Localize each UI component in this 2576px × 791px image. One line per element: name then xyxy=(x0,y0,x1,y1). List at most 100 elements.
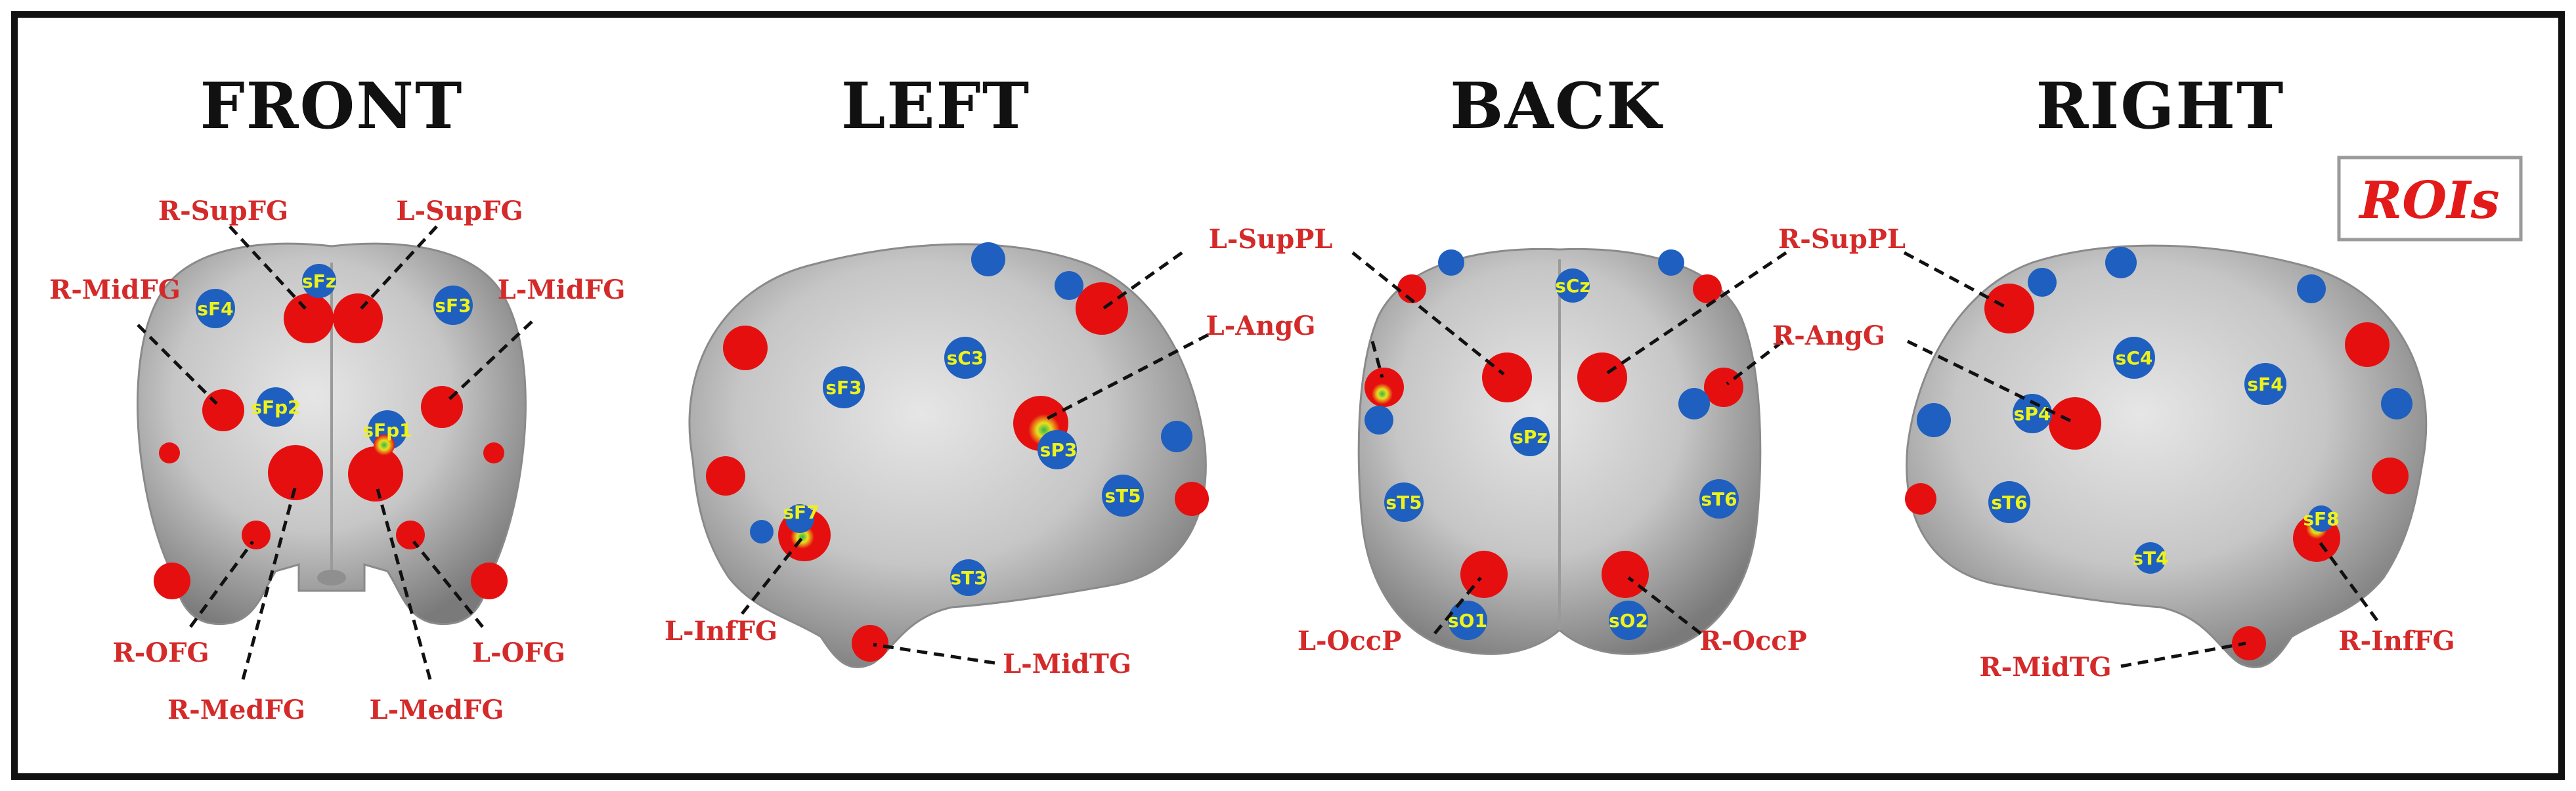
roi-label-l-supfg: L-SupFG xyxy=(396,196,523,226)
sensor-scz xyxy=(1556,268,1590,303)
roi-l-ofg xyxy=(396,521,425,549)
roi-r-ofg xyxy=(242,521,271,549)
sensor-sp4 xyxy=(2013,394,2052,433)
sensor-sf8 xyxy=(2308,505,2334,532)
roi-l-supfg xyxy=(333,293,383,343)
sensor-sc3-left xyxy=(944,337,986,379)
roi-label-r-angg: R-AngG xyxy=(1772,320,1885,351)
rois-legend: ROIs xyxy=(2337,156,2523,242)
roi-l-medfg xyxy=(348,446,403,502)
roi-l-side xyxy=(483,442,504,463)
sensor-st3 xyxy=(950,559,987,596)
roi-label-r-supfg: R-SupFG xyxy=(158,196,288,226)
sensor-label-spz: sPz xyxy=(1512,426,1547,448)
roi-left-temporal xyxy=(706,456,745,496)
sensor-sfp2 xyxy=(256,387,295,427)
sensor-label-st6-right: sT6 xyxy=(1991,492,2027,513)
sensor-label-sf3-left: sF3 xyxy=(825,377,862,398)
roi-label-r-ofg: R-OFG xyxy=(112,637,209,668)
view-title-left: LEFT xyxy=(841,69,1030,143)
sensor-right-front xyxy=(2381,388,2412,419)
sensor-st6-back xyxy=(1699,479,1739,519)
sensor-right-top xyxy=(2105,247,2137,278)
right-view: sC4 sP4 sF4 sT6 sT4 sF8 R-MidTG R-InfFG xyxy=(1903,244,2455,683)
roi-l-suppl xyxy=(1076,282,1128,335)
roi-right-suppl xyxy=(1984,284,2034,333)
roi-label-r-midfg: R-MidFG xyxy=(49,274,181,305)
sensor-sp3 xyxy=(1037,430,1077,469)
sensor-label-so1: sO1 xyxy=(1448,610,1487,631)
sensor-left-front xyxy=(750,520,774,544)
sensor-label-sp3: sP3 xyxy=(1040,439,1078,461)
roi-l-lat xyxy=(471,563,508,599)
roi-right-frontal xyxy=(2345,322,2390,367)
sensor-st5-left xyxy=(1102,475,1144,517)
sensor-sf4-right xyxy=(2244,363,2286,405)
roi-r-supfg xyxy=(284,293,334,343)
roi-label-r-occp: R-OccP xyxy=(1699,626,1806,656)
left-brain xyxy=(688,243,1207,668)
sensor-label-st5-left: sT5 xyxy=(1104,485,1141,507)
sensor-left-top2 xyxy=(1055,271,1083,300)
roi-back-l-suppl xyxy=(1482,353,1532,402)
roi-r-medfg xyxy=(268,445,323,500)
rois-legend-text: ROIs xyxy=(2358,171,2499,230)
sensor-st6-right xyxy=(1988,481,2030,523)
sensor-label-st4: sT4 xyxy=(2132,547,2168,569)
roi-back-r-angg xyxy=(1704,368,1743,407)
sensor-label-sp4: sP4 xyxy=(2014,403,2051,425)
sensor-label-sfz: sFz xyxy=(302,270,336,292)
view-title-right: RIGHT xyxy=(2036,69,2285,143)
sensor-so2 xyxy=(1609,601,1648,640)
sensor-so1 xyxy=(1448,601,1487,640)
sensor-sc4 xyxy=(2113,337,2155,379)
sensor-label-sf3: sF3 xyxy=(435,295,471,316)
roi-r-occp xyxy=(1602,551,1649,598)
sensor-sf4 xyxy=(196,289,235,328)
sensor-sfz xyxy=(302,264,336,298)
view-title-back: BACK xyxy=(1450,69,1663,143)
roi-label-l-midtg: L-MidTG xyxy=(1003,649,1131,679)
sensor-label-sfp2: sFp2 xyxy=(251,396,300,418)
sensor-back-top-r xyxy=(1658,249,1684,276)
roi-back-top-r xyxy=(1693,274,1722,303)
roi-label-l-medfg: L-MedFG xyxy=(370,695,504,725)
sensor-label-sf4: sF4 xyxy=(197,298,233,320)
sensor-sf3 xyxy=(433,286,473,325)
roi-label-l-occp: L-OccP xyxy=(1298,626,1401,656)
right-brain xyxy=(1906,244,2428,668)
sensor-right-top2 xyxy=(2028,268,2057,297)
sensor-label-sf7: sF7 xyxy=(783,502,819,523)
sensor-sf3-left xyxy=(823,366,865,408)
sensor-back-l xyxy=(1364,406,1393,435)
sensor-right-occ xyxy=(1917,403,1951,437)
sensor-label-sf8: sF8 xyxy=(2303,508,2339,530)
front-view: sFz sF4 sF3 sFp2 sFp1 R-SupFG L-SupFG R-… xyxy=(49,196,625,725)
roi-label-l-inffg: L-InfFG xyxy=(665,616,777,647)
sensor-label-sc4: sC4 xyxy=(2116,347,2153,369)
roi-left-frontal xyxy=(723,326,768,370)
view-title-front: FRONT xyxy=(200,69,464,143)
roi-label-l-ofg: L-OFG xyxy=(472,637,565,668)
sensor-label-so2: sO2 xyxy=(1609,610,1648,631)
sensor-label-st5-back: sT5 xyxy=(1386,492,1422,513)
roi-r-lat xyxy=(154,563,190,599)
roi-label-l-suppl: L-SupPL xyxy=(1209,224,1333,255)
roi-r-midtg xyxy=(2232,626,2266,660)
sensor-label-st3: sT3 xyxy=(950,567,986,589)
sensor-left-occ xyxy=(1161,421,1192,452)
sensor-sf7 xyxy=(785,504,814,533)
roi-label-r-suppl: R-SupPL xyxy=(1778,224,1906,255)
roi-l-midtg xyxy=(852,625,888,662)
sensor-label-sf4-right: sF4 xyxy=(2247,374,2283,395)
roi-r-midfg xyxy=(202,389,244,431)
sensor-spz xyxy=(1510,417,1550,456)
sensor-label-sc3: sC3 xyxy=(947,347,984,369)
roi-label-l-midfg: L-MidFG xyxy=(498,274,626,305)
sensor-right-front2 xyxy=(2297,274,2326,303)
roi-right-occ xyxy=(1905,483,1936,515)
roi-label-l-angg: L-AngG xyxy=(1206,310,1316,341)
sensor-left-top xyxy=(971,242,1005,276)
roi-label-r-inffg: R-InfFG xyxy=(2338,626,2455,656)
